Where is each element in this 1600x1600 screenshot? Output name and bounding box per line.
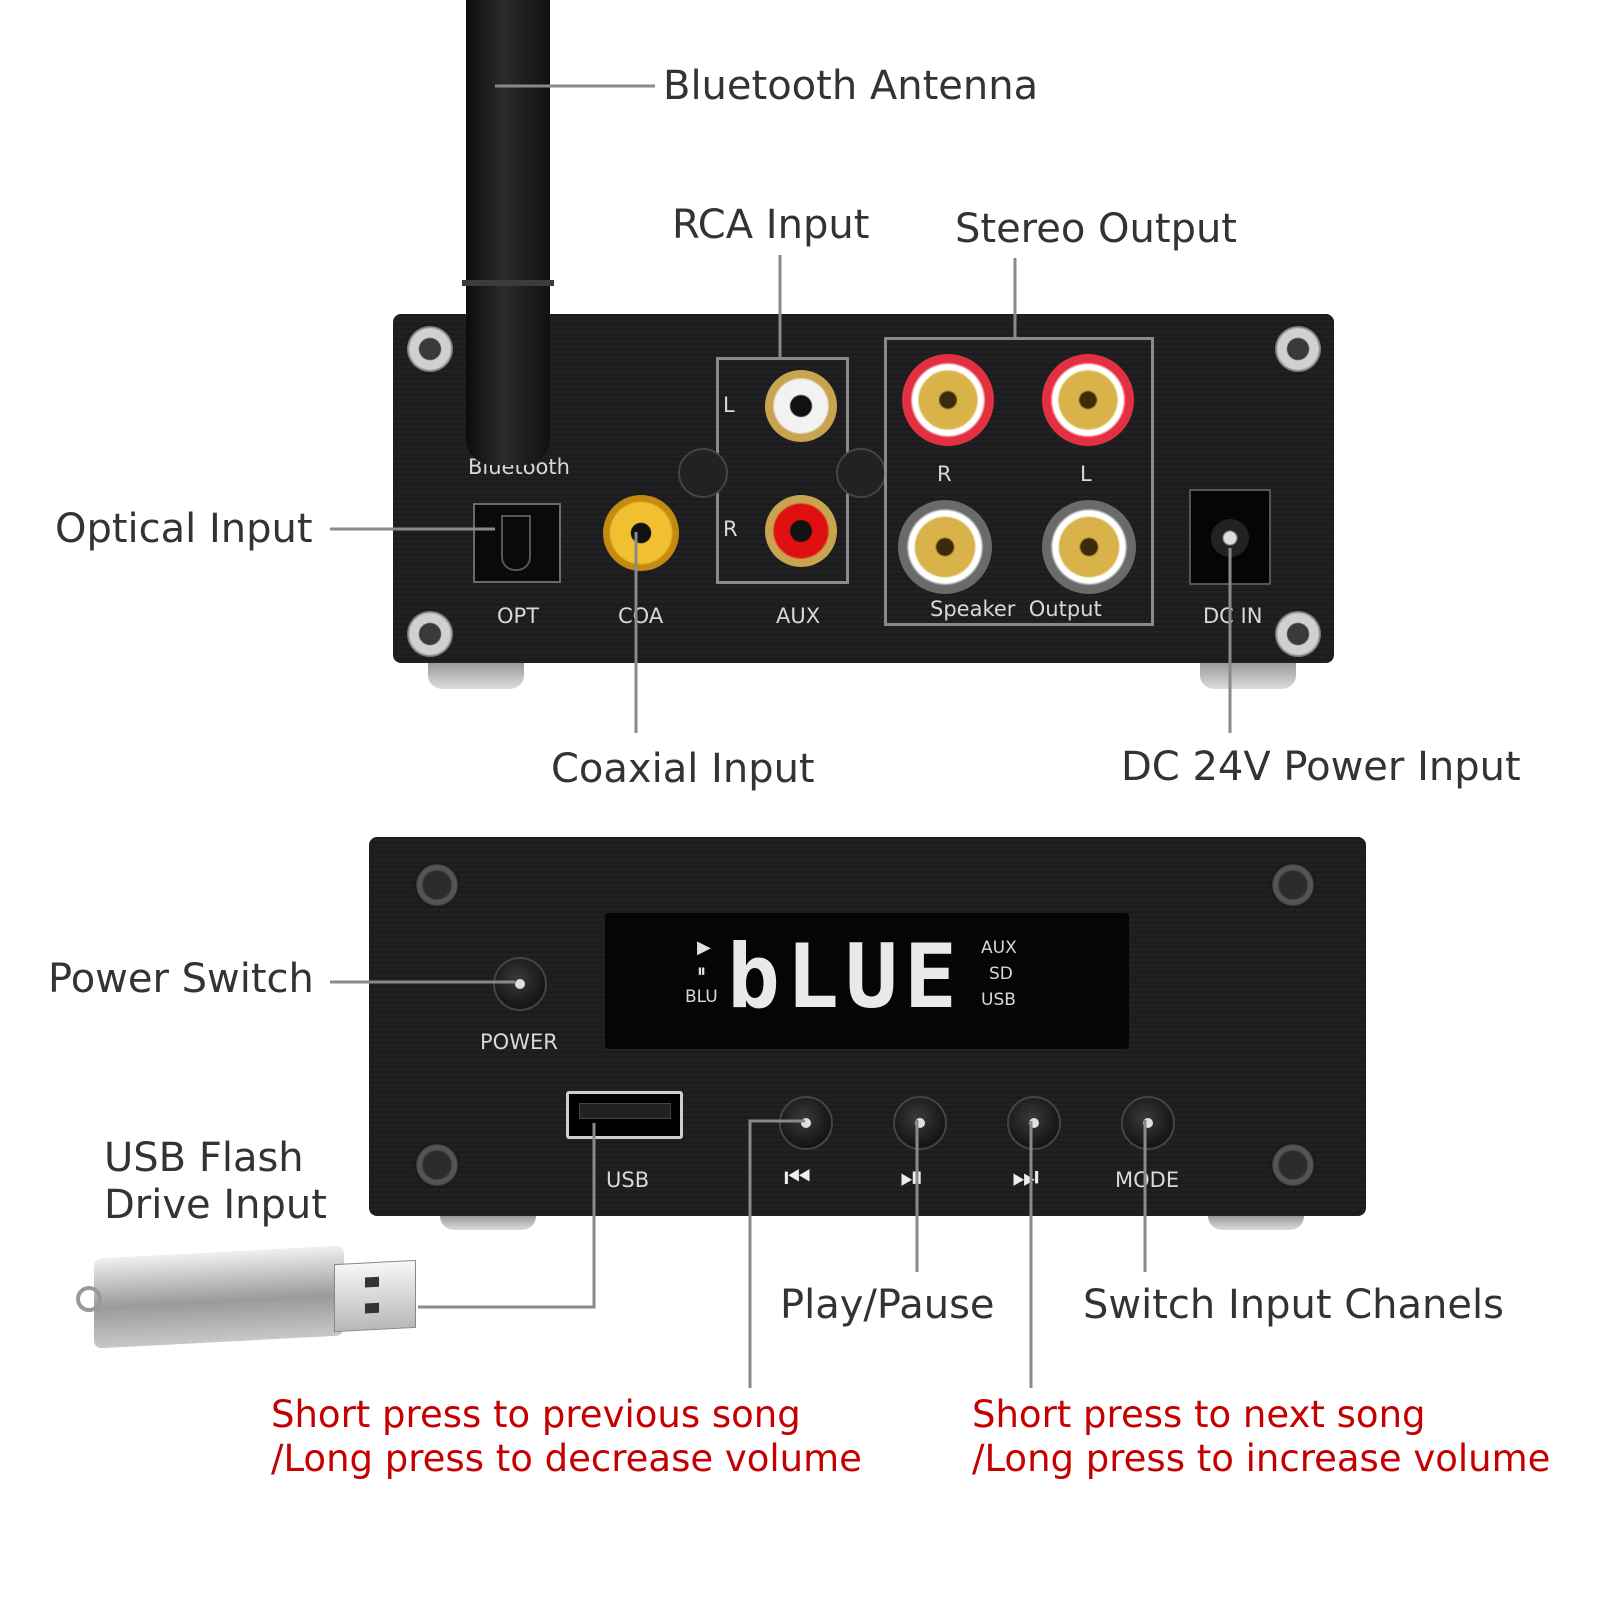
optical-port-shutter (501, 515, 531, 571)
usb-drive-connector (334, 1259, 416, 1333)
callout-dc-power-input: DC 24V Power Input (1121, 744, 1521, 790)
aux-right-jack[interactable] (765, 495, 837, 567)
aux-label: AUX (776, 604, 821, 628)
next-icon: ⏭ (1012, 1160, 1039, 1195)
usb-drive-body (94, 1245, 344, 1349)
play-pause-button[interactable] (893, 1096, 947, 1150)
callout-optical-input: Optical Input (55, 506, 313, 552)
front-foot-right (1208, 1216, 1304, 1230)
rear-plus-screw-left (678, 448, 728, 498)
usb-label: USB (606, 1168, 650, 1192)
aux-r-label: R (723, 517, 738, 541)
front-foot-left (440, 1216, 536, 1230)
usb-drive-hole-2 (365, 1302, 379, 1314)
note-previous-line1: Short press to previous song (271, 1393, 801, 1436)
power-button[interactable] (493, 957, 547, 1011)
power-label: POWER (480, 1030, 558, 1054)
speaker-l-label: L (1080, 462, 1092, 486)
note-next-line2: /Long press to increase volume (972, 1437, 1551, 1480)
speaker-terminal-l-red[interactable] (1042, 354, 1134, 446)
aux-l-label: L (723, 393, 735, 417)
callout-rca-input: RCA Input (672, 202, 870, 248)
rear-screw-tr (1275, 326, 1321, 372)
usb-drive-hole-1 (365, 1276, 379, 1288)
callout-play-pause: Play/Pause (780, 1282, 995, 1328)
speaker-terminal-r-red[interactable] (902, 354, 994, 446)
display-main-text: bLUE (727, 925, 963, 1028)
callout-bluetooth-antenna: Bluetooth Antenna (663, 63, 1039, 109)
play-pause-icon: ⏯ (900, 1160, 924, 1195)
front-screw-tl (414, 862, 460, 908)
callout-stereo-output: Stereo Output (955, 206, 1237, 252)
mode-button[interactable] (1121, 1096, 1175, 1150)
speaker-terminal-l-black[interactable] (1042, 500, 1136, 594)
previous-button[interactable] (779, 1096, 833, 1150)
display-play-icon: ▶ (697, 937, 711, 957)
rear-foot-right (1200, 663, 1296, 689)
display-usb: USB (981, 990, 1016, 1010)
rear-foot-left (428, 663, 524, 689)
callout-power-switch: Power Switch (48, 956, 314, 1002)
speaker-terminal-r-black[interactable] (898, 500, 992, 594)
led-display: ▶ ⏸ BLU bLUE AUX SD USB (605, 913, 1129, 1049)
dc-in-pin (1211, 519, 1249, 557)
next-button[interactable] (1007, 1096, 1061, 1150)
callout-coaxial-input: Coaxial Input (551, 746, 815, 792)
opt-label: OPT (497, 604, 540, 628)
coa-label: COA (618, 604, 664, 628)
dc-in-jack[interactable] (1189, 489, 1271, 585)
display-sd: SD (989, 964, 1013, 984)
antenna-joint (462, 280, 554, 286)
front-screw-br (1270, 1142, 1316, 1188)
note-next-line1: Short press to next song (972, 1393, 1426, 1436)
usb-drive-ring (76, 1286, 102, 1312)
rear-screw-tl (407, 326, 453, 372)
dc-in-label: DC IN (1203, 604, 1263, 628)
rear-plus-screw-right (836, 448, 886, 498)
callout-switch-input: Switch Input Chanels (1083, 1282, 1504, 1328)
callout-usb-flash-line2: Drive Input (104, 1182, 327, 1228)
bluetooth-antenna (466, 0, 550, 465)
previous-icon: ⏮ (784, 1160, 811, 1195)
note-previous-line2: /Long press to decrease volume (271, 1437, 862, 1480)
speaker-output-label: Speaker Output (930, 597, 1102, 621)
rear-screw-bl (407, 611, 453, 657)
aux-left-jack[interactable] (765, 370, 837, 442)
front-screw-bl (414, 1142, 460, 1188)
mode-label: MODE (1115, 1168, 1180, 1192)
optical-port[interactable] (473, 503, 561, 583)
display-blu: BLU (685, 987, 718, 1007)
speaker-r-label: R (937, 462, 952, 486)
usb-port[interactable] (566, 1091, 683, 1139)
usb-flash-drive (76, 1240, 416, 1350)
usb-port-tongue (579, 1103, 671, 1119)
display-aux: AUX (981, 938, 1017, 958)
display-pause-icon: ⏸ (697, 961, 706, 981)
front-screw-tr (1270, 862, 1316, 908)
coaxial-jack[interactable] (603, 495, 679, 571)
rear-screw-br (1275, 611, 1321, 657)
stereo-output-box (884, 337, 1154, 626)
callout-usb-flash-line1: USB Flash (104, 1135, 304, 1181)
